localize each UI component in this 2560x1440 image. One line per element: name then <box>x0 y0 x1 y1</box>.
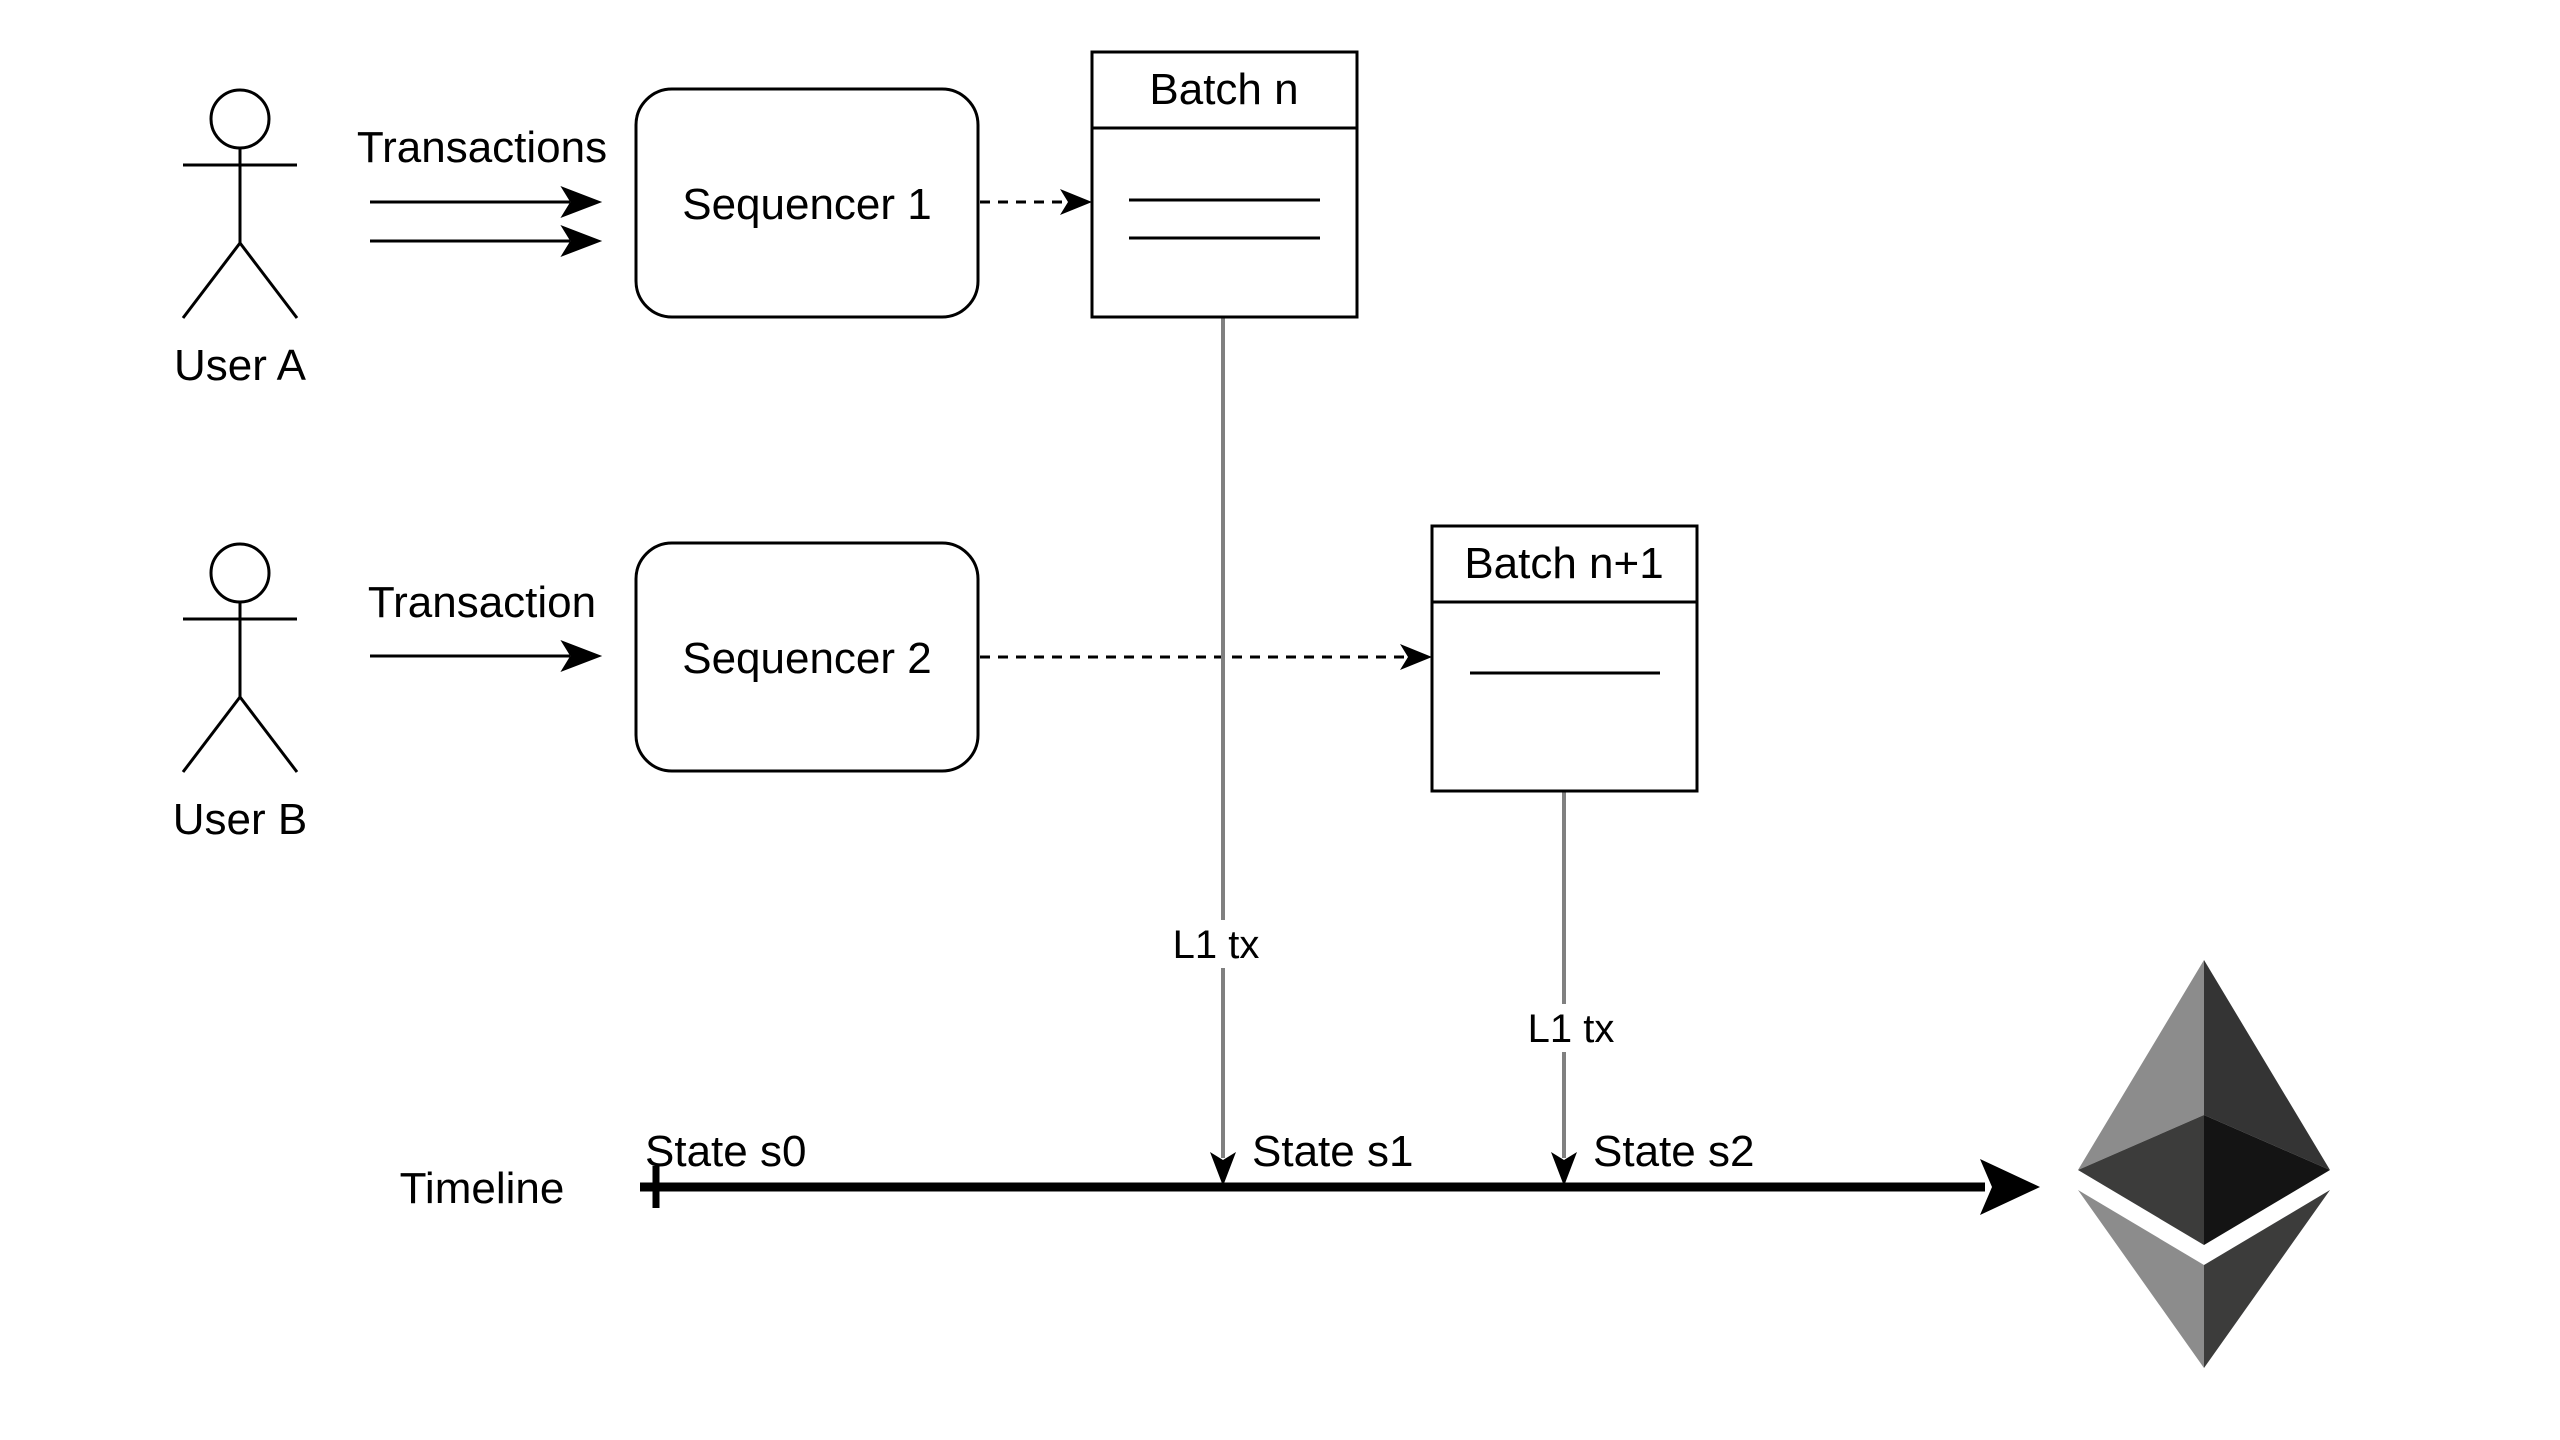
transactions-label: Transactions <box>357 123 607 172</box>
user-a-transactions-arrows <box>370 186 603 257</box>
batch-n-plus-1-box <box>1430 524 1699 793</box>
sequencer-2-to-batch-n-plus-1-arrow <box>980 644 1432 670</box>
l1-tx-label-bg <box>1166 920 1278 968</box>
batch-n-plus-1-title: Batch n+1 <box>1464 539 1663 588</box>
batch-n-plus-1-l1-connector <box>1551 791 1577 1186</box>
l1-tx-label-bg <box>1516 1004 1628 1052</box>
batch-n-l1-tx-label: L1 tx <box>1173 923 1260 967</box>
state-s1-label: State s1 <box>1252 1127 1413 1176</box>
user-b-label: User B <box>173 795 307 844</box>
sequencer-2-label: Sequencer 2 <box>682 634 932 683</box>
timeline-label: Timeline <box>400 1164 565 1213</box>
user-a-label: User A <box>174 341 307 390</box>
sequencer-1-label: Sequencer 1 <box>682 180 932 229</box>
timeline-axis <box>640 1159 2040 1215</box>
batch-n-box <box>1090 50 1359 319</box>
user-b-transaction-arrow <box>370 640 603 672</box>
user-b-actor-icon <box>181 542 299 773</box>
batch-n-l1-connector <box>1210 317 1236 1186</box>
sequencer-2-box <box>634 541 980 773</box>
transaction-label: Transaction <box>368 578 596 627</box>
state-s0-label: State s0 <box>645 1127 806 1176</box>
ethereum-logo-icon <box>2078 960 2330 1368</box>
user-a-actor-icon <box>181 88 299 319</box>
sequencer-1-box <box>634 87 980 319</box>
batch-n-plus-1-l1-tx-label: L1 tx <box>1528 1007 1615 1051</box>
batch-n-title: Batch n <box>1149 65 1298 114</box>
sequencer-1-to-batch-n-arrow <box>980 189 1092 215</box>
state-s2-label: State s2 <box>1593 1127 1754 1176</box>
